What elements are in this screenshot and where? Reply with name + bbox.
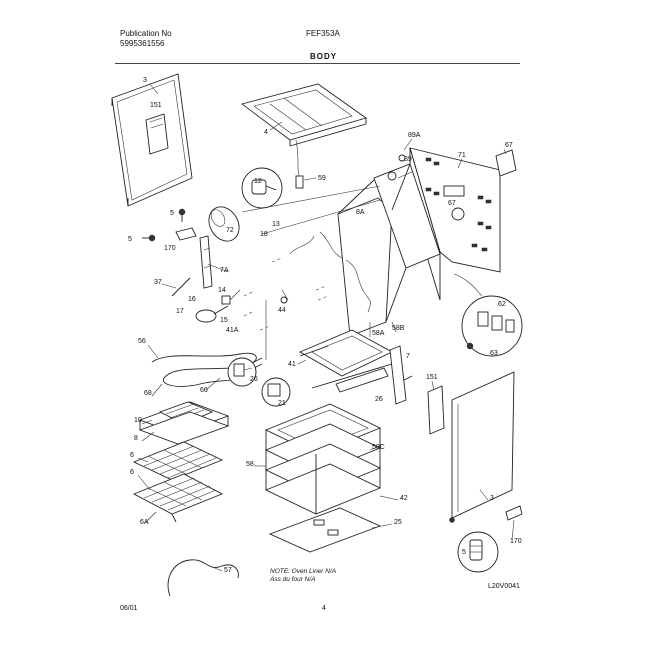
callout: 17 [176,308,184,315]
callout: 41 [288,361,296,368]
callout: 170 [510,538,522,545]
callout: 12 [254,178,262,185]
section-title: BODY [310,52,338,61]
assembly-guides [243,257,329,360]
oven-liner-note: NOTE: Oven Liner N/A Ass du four N/A [270,568,336,584]
publication-number: 5995361556 [120,39,165,48]
callout: 41A [226,327,239,334]
callout: 67 [448,200,456,207]
header-rule [115,63,520,64]
callout: 151 [150,102,162,109]
callout: 42 [400,495,408,502]
callout: 71 [458,152,466,159]
footer-page-number: 4 [322,605,326,612]
callout: 3 [143,77,147,84]
callout: 58A [372,330,385,337]
callout: 15 [220,317,228,324]
callout: 44 [278,307,286,314]
callout: 14 [218,287,226,294]
footer-drawing-code: L20V0041 [488,583,520,590]
inset-detail-5 [457,531,499,573]
screw [178,208,186,216]
callout: 72 [226,227,234,234]
bottom-plate-25 [268,507,382,553]
callout: 170 [164,245,176,252]
callout: 3 [490,495,494,502]
callout: 68 [144,390,152,397]
callout: 62 [498,301,506,308]
model-number: FEF353A [306,29,340,38]
callout: 56 [138,338,146,345]
callout: 5 [462,549,466,556]
callout: 37 [154,279,162,286]
publication-label: Publication No [120,29,172,38]
wire-connector [295,175,304,189]
oven-rack-upper [132,441,224,481]
body-frame [319,154,441,337]
leader-lines [137,83,515,572]
callout: 66 [200,387,208,394]
clip-170-right [505,505,523,521]
callout: 151 [426,374,438,381]
thermostat-parts [195,289,241,323]
callout: 13 [272,221,280,228]
label-plate [495,149,517,177]
rear-cover-panel [111,73,193,207]
callout: 6A [140,519,149,526]
callout: 26 [375,396,383,403]
callout: 8 [134,435,138,442]
note-line-2: Ass du four N/A [270,576,316,583]
callout: 18 [260,231,268,238]
callout: 58B [392,325,405,332]
callout: 16 [188,296,196,303]
inset-detail-12 [241,167,283,209]
callout: 8A [356,209,365,216]
callout: 25 [394,519,402,526]
callout: 26 [250,376,258,383]
callout: 5 [170,210,174,217]
note-line-1: NOTE: Oven Liner N/A [270,568,337,575]
cooktop-panel [240,83,368,147]
side-panel-right [427,371,515,519]
pin-37 [171,277,191,297]
oven-cavity [264,403,382,515]
callout: 6 [130,452,134,459]
oven-rack-lower [132,473,224,523]
inset-detail-62 [461,295,523,357]
callout: 21 [278,400,286,407]
callout: 6 [130,469,134,476]
callout: 58 [246,461,254,468]
callout: 58C [372,444,385,451]
inset-detail-26 [227,357,257,387]
inset-detail-21 [261,377,291,407]
callout: 59 [318,175,326,182]
callout: 57 [224,567,232,574]
inset-detail-72 [208,206,240,242]
broil-pan [138,401,230,445]
callout: 89 [404,156,412,163]
callout: 5 [128,236,132,243]
callout: 4 [264,129,268,136]
callout: 7 [406,353,410,360]
element-57 [167,559,239,597]
bracket-7a [199,235,213,289]
callout: 63 [490,350,498,357]
footer-date-code: 06/01 [120,605,138,612]
callout: 89A [408,132,421,139]
clip-170 [175,227,197,241]
bracket-26 [335,345,413,405]
callout: 67 [505,142,513,149]
callout: 10 [134,417,142,424]
